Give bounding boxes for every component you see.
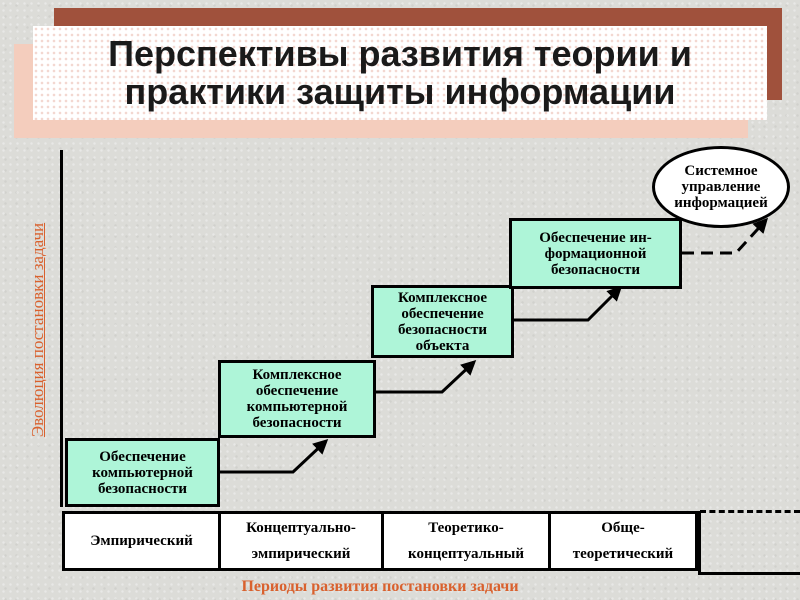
stage-complex-computer-security: Комплексное обеспечение компьютерной без… xyxy=(218,360,376,438)
vertical-axis xyxy=(60,150,63,507)
period-open-dashed-top xyxy=(700,510,800,513)
stage-information-security: Обеспечение ин- формационной безопасност… xyxy=(509,218,682,289)
title-box: Перспективы развития теории и практики з… xyxy=(33,26,767,120)
period-theoretical-conceptual: Теоретико- концептуальный xyxy=(381,511,551,571)
connector-3-4 xyxy=(514,285,623,322)
period-conceptual-empirical: Концептуально- эмпирический xyxy=(218,511,384,571)
y-axis-label-text: Эволюция постановки задачи xyxy=(28,222,47,438)
connector-2-3 xyxy=(374,359,477,394)
period-empirical: Эмпирический xyxy=(62,511,221,571)
page-title: Перспективы развития теории и практики з… xyxy=(108,33,692,112)
period-row: Эмпирический Концептуально- эмпирический… xyxy=(62,511,698,571)
connector-1-2 xyxy=(220,438,329,474)
period-open-cell xyxy=(698,511,800,575)
stage-computer-security: Обеспечение компьютерной безопасности xyxy=(65,438,220,507)
stage-complex-object-security: Комплексное обеспечение безопасности объ… xyxy=(371,285,514,358)
future-stage-ellipse: Системное управление информацией xyxy=(652,146,790,228)
period-general-theoretical: Обще- теоретический xyxy=(548,511,698,571)
x-axis-label: Периоды развития постановки задачи xyxy=(241,578,519,595)
